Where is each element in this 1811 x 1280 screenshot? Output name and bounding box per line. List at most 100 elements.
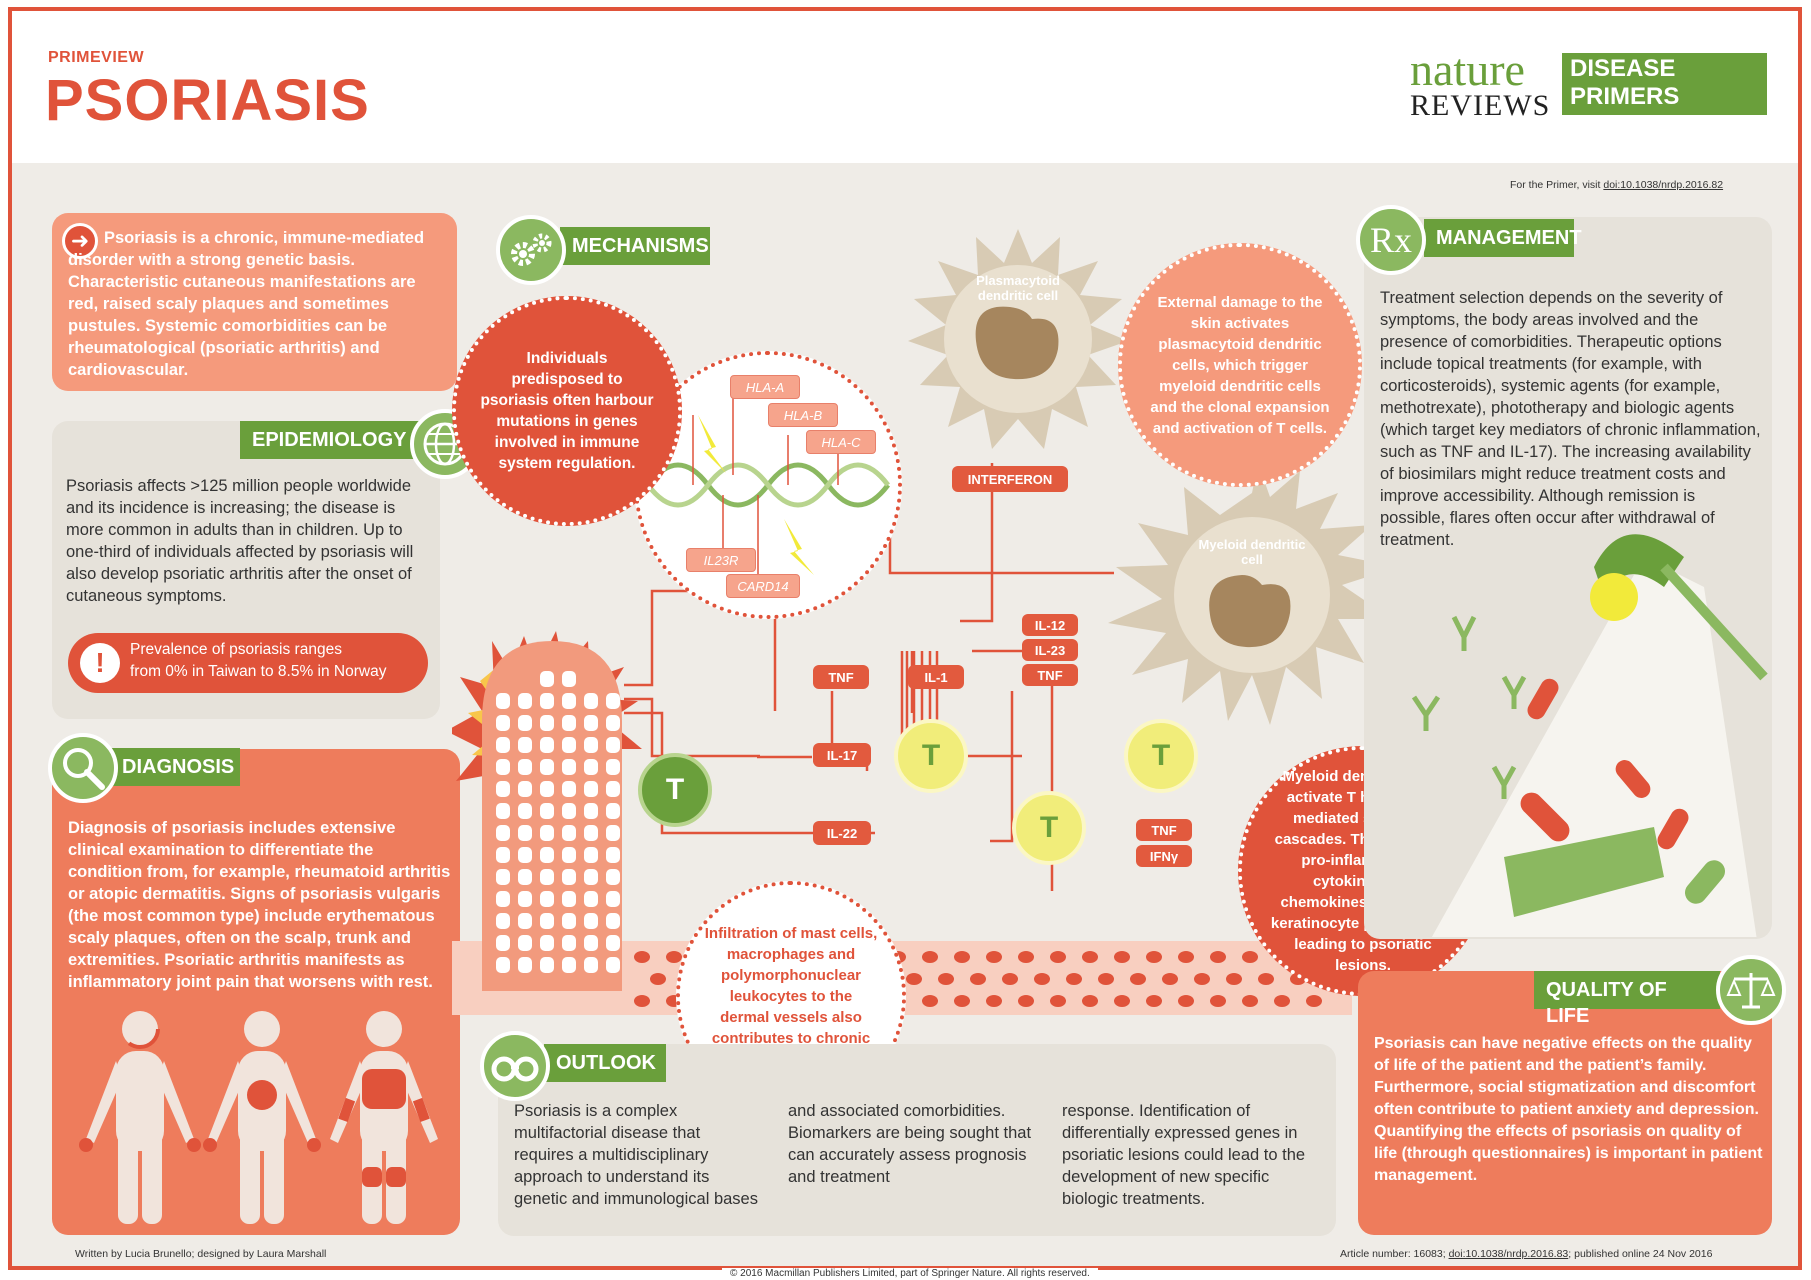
- keratinocyte: [540, 913, 554, 929]
- dermis-cell: [1194, 973, 1210, 985]
- keratinocyte: [606, 737, 620, 753]
- scalp-mark: [120, 1009, 160, 1049]
- keratinocyte: [584, 935, 598, 951]
- keratinocyte: [562, 671, 576, 687]
- keratinocyte: [518, 891, 532, 907]
- dermis-cell: [1178, 951, 1194, 963]
- t-cell-3: T: [1012, 791, 1086, 865]
- keratinocyte: [584, 847, 598, 863]
- credits: Written by Lucia Brunello; designed by L…: [75, 1248, 327, 1260]
- article-info: Article number: 16083; doi:10.1038/nrdp.…: [1340, 1248, 1712, 1260]
- keratinocyte: [496, 825, 510, 841]
- keratinocyte: [584, 715, 598, 731]
- dermis-cell: [1178, 995, 1194, 1007]
- keratinocyte: [496, 847, 510, 863]
- figure-1: [86, 1011, 194, 1224]
- epidemiology-text: Psoriasis affects >125 million people wo…: [66, 477, 414, 605]
- epidemiology-label: EPIDEMIOLOGY: [240, 421, 420, 459]
- prevalence-line2: from 0% in Taiwan to 8.5% in Norway: [130, 663, 387, 680]
- article-doi-link[interactable]: doi:10.1038/nrdp.2016.83: [1448, 1248, 1569, 1260]
- dermis-cell: [906, 973, 922, 985]
- primer-link-line: For the Primer, visit doi:10.1038/nrdp.2…: [1510, 179, 1723, 191]
- keratinocyte: [606, 957, 620, 973]
- keratinocyte: [496, 891, 510, 907]
- keratinocyte: [562, 715, 576, 731]
- dermis-cell: [634, 951, 650, 963]
- keratinocyte: [518, 737, 532, 753]
- keratinocyte: [496, 803, 510, 819]
- copyright: © 2016 Macmillan Publishers Limited, par…: [722, 1268, 1098, 1279]
- keratinocyte: [540, 847, 554, 863]
- dermis-cell: [1162, 973, 1178, 985]
- dermis-cell: [1242, 995, 1258, 1007]
- myeloid-label: Myeloid dendritic cell: [1198, 537, 1306, 567]
- primer-doi-link[interactable]: doi:10.1038/nrdp.2016.82: [1603, 179, 1724, 191]
- management-label: MANAGEMENT: [1424, 219, 1582, 257]
- article-published: ; published online 24 Nov 2016: [1568, 1248, 1713, 1260]
- poster-frame: PRIMEVIEW PSORIASIS nature REVIEWS DISEA…: [8, 7, 1802, 1279]
- keratinocyte: [562, 957, 576, 973]
- keratinocyte: [518, 693, 532, 709]
- dermis-cell: [970, 973, 986, 985]
- arrow-right-icon: ➜: [62, 223, 98, 259]
- diagnosis-panel: Diagnosis of psoriasis includes extensiv…: [52, 749, 460, 1235]
- keratinocyte: [562, 935, 576, 951]
- keratinocytes: [496, 671, 620, 973]
- il23-tag: IL-23: [1022, 639, 1078, 661]
- myeloid-dendritic-cell: Myeloid dendritic cell: [1102, 463, 1402, 733]
- brand-reviews: REVIEWS: [1410, 89, 1551, 122]
- keratinocyte: [606, 869, 620, 885]
- il12-tag: IL-12: [1022, 614, 1078, 636]
- intro-text: Psoriasis is a chronic, immune-mediated …: [68, 229, 425, 379]
- keratinocyte: [584, 759, 598, 775]
- ointment-tube: [1504, 827, 1664, 917]
- dermis-cell: [1098, 973, 1114, 985]
- genetic-predisposition-bubble: Individuals predisposed to psoriasis oft…: [452, 296, 682, 526]
- outlook-col1: Psoriasis is a complex multifactorial di…: [514, 1102, 758, 1208]
- keratinocyte: [540, 759, 554, 775]
- gene-card14: CARD14: [726, 574, 800, 598]
- gene-hla-b: HLA-B: [768, 403, 838, 427]
- dermis-cell: [1082, 951, 1098, 963]
- keratinocyte: [584, 693, 598, 709]
- dermis-cell: [1018, 951, 1034, 963]
- keratinocyte: [540, 803, 554, 819]
- mechanism-diagram: [452, 463, 1352, 1015]
- keratinocyte: [496, 913, 510, 929]
- figure-2: [208, 1011, 316, 1224]
- t-cell-epidermis: T: [638, 753, 712, 827]
- keratinocyte: [518, 935, 532, 951]
- keratinocyte: [496, 935, 510, 951]
- quality-of-life-label: QUALITY OF LIFE: [1534, 971, 1720, 1027]
- keratinocyte: [606, 715, 620, 731]
- diagnosis-label: DIAGNOSIS: [110, 748, 240, 786]
- quality-of-life-panel: Psoriasis can have negative effects on t…: [1358, 971, 1772, 1235]
- dermis-cell: [1274, 995, 1290, 1007]
- keratinocyte: [540, 715, 554, 731]
- dermis-cell: [986, 995, 1002, 1007]
- dermis-cell: [634, 995, 650, 1007]
- eyebrow-label: PRIMEVIEW: [48, 49, 145, 66]
- dermis-cell: [666, 951, 682, 963]
- keratinocyte: [606, 803, 620, 819]
- outlook-col3: response. Identification of differential…: [1062, 1102, 1306, 1208]
- keratinocyte: [540, 671, 554, 687]
- dermis-cell: [922, 995, 938, 1007]
- dermis-cell: [1050, 995, 1066, 1007]
- keratinocyte: [584, 869, 598, 885]
- dermis-cell: [938, 973, 954, 985]
- dermis-cell: [1114, 995, 1130, 1007]
- brand-nature: nature: [1410, 44, 1525, 95]
- keratinocyte: [496, 869, 510, 885]
- keratinocyte: [562, 825, 576, 841]
- plasmacytoid-dendritic-cell: Plasmacytoid dendritic cell: [902, 223, 1134, 455]
- binoculars-icon: [480, 1031, 550, 1101]
- keratinocyte: [518, 869, 532, 885]
- management-text: Treatment selection depends on the sever…: [1380, 289, 1761, 549]
- diagnosis-text: Diagnosis of psoriasis includes extensiv…: [68, 819, 451, 991]
- ifng-tag: IFNγ: [1136, 845, 1192, 867]
- keratinocyte: [540, 869, 554, 885]
- treatment-illustration: [1411, 534, 1768, 937]
- il1-tag: IL-1: [908, 665, 964, 689]
- keratinocyte: [562, 847, 576, 863]
